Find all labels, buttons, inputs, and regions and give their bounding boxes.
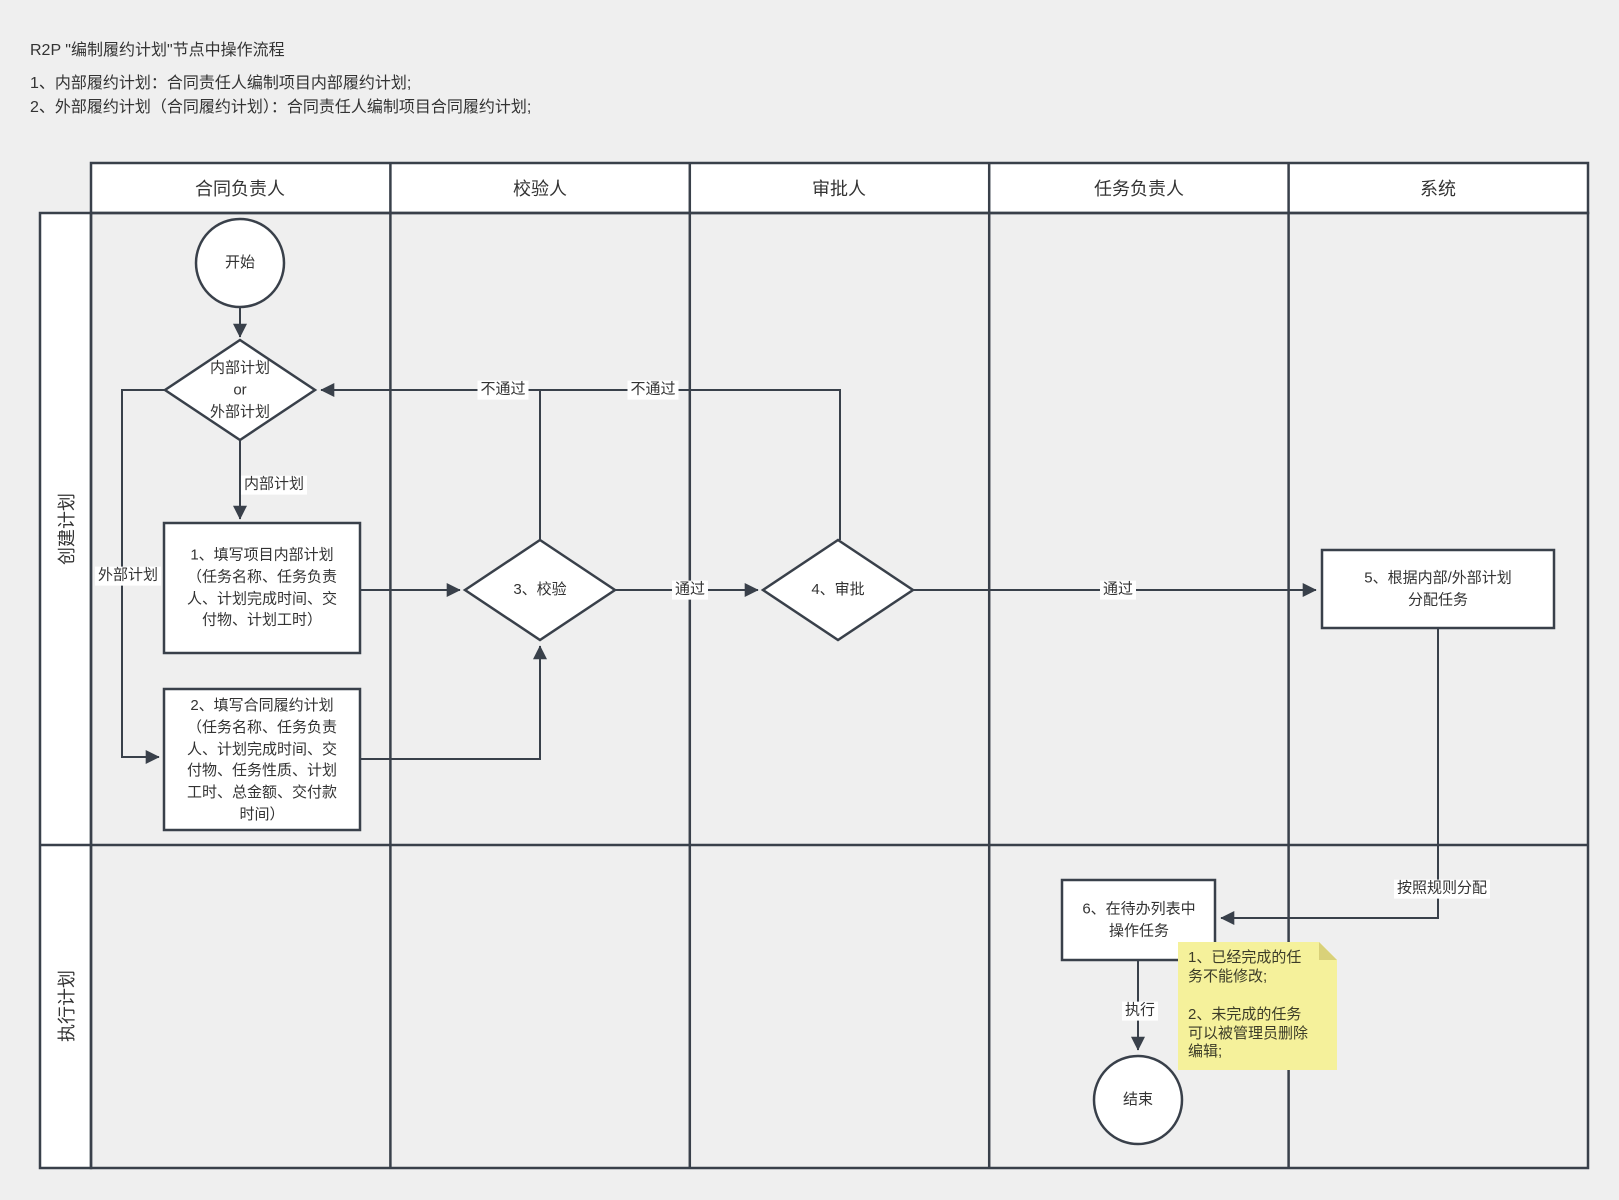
intro-note-2: 2、外部履约计划（合同履约计划）：合同责任人编制项目合同履约计划; [30,99,532,116]
sticky-note-body [1178,942,1337,1070]
plan-type-decision-shape [162,338,318,442]
row-label-execute-plan: 执行计划 [57,970,77,1042]
lane-header-checker: 校验人 [513,179,567,199]
start-node-label: 开始 [224,254,256,272]
edge-label-check-pass: 通过 [671,580,709,600]
sticky-note-text: 1、已经完成的任 务不能修改; 2、未完成的任务 可以被管理员删除 编辑; [1188,949,1309,1061]
sticky-note-fold [1319,942,1337,960]
lane-header-task-owner: 任务负责人 [1094,179,1184,199]
step5-box-label: 5、根据内部/外部计划 分配任务 [1364,569,1512,608]
nodes-layer [162,217,1556,1146]
approve-decision-shape [760,538,916,642]
end-node-shape [1092,1054,1184,1146]
page-title: R2P "编制履约计划"节点中操作流程 [30,42,285,59]
sticky-note-shape [1178,942,1337,1070]
lane-header-system: 系统 [1420,179,1456,199]
start-node-shape [194,217,286,309]
step2-box-shape [162,687,362,832]
edge-approve-fail-back [320,383,841,540]
lane-header-band [89,161,1590,215]
lane-header-approver: 审批人 [812,179,866,199]
intro-note-1: 1、内部履约计划：合同责任人编制项目内部履约计划; [30,75,412,92]
lane-body [89,211,1590,1170]
step2-box-label: 2、填写合同履约计划 （任务名称、任务负责 人、计划完成时间、交 付物、任务性质… [186,696,337,823]
approve-decision-label: 4、审批 [811,581,865,599]
edge-assign-to-todo [1220,628,1439,925]
step5-box-shape [1320,548,1556,630]
edge-label-internal-plan: 内部计划 [240,475,308,495]
step1-box-label: 1、填写项目内部计划 （任务名称、任务负责 人、计划完成时间、交 付物、计划工时… [186,546,337,629]
edge-label-execute: 执行 [1121,1001,1159,1021]
row-label-create-plan: 创建计划 [57,493,77,565]
edge-step2-to-check [360,645,547,760]
edge-label-assign-rule: 按照规则分配 [1393,879,1491,899]
edge-label-approve-fail: 不通过 [627,380,679,400]
check-decision-label: 3、校验 [513,581,567,599]
plan-type-decision-label: 内部计划 or 外部计划 [209,359,271,420]
swimlane-grid [38,161,1590,1170]
step1-box-shape [162,521,362,655]
edge-label-external-plan: 外部计划 [94,566,162,586]
row-label-column [38,211,93,1170]
end-node-label: 结束 [1122,1091,1154,1109]
edge-label-check-fail: 不通过 [477,380,529,400]
check-decision-shape [462,538,618,642]
edge-label-approve-pass: 通过 [1099,580,1137,600]
lane-header-contract-owner: 合同负责人 [195,179,285,199]
connectors-layer [121,307,1439,1051]
step6-box-label: 6、在待办列表中 操作任务 [1082,900,1196,939]
